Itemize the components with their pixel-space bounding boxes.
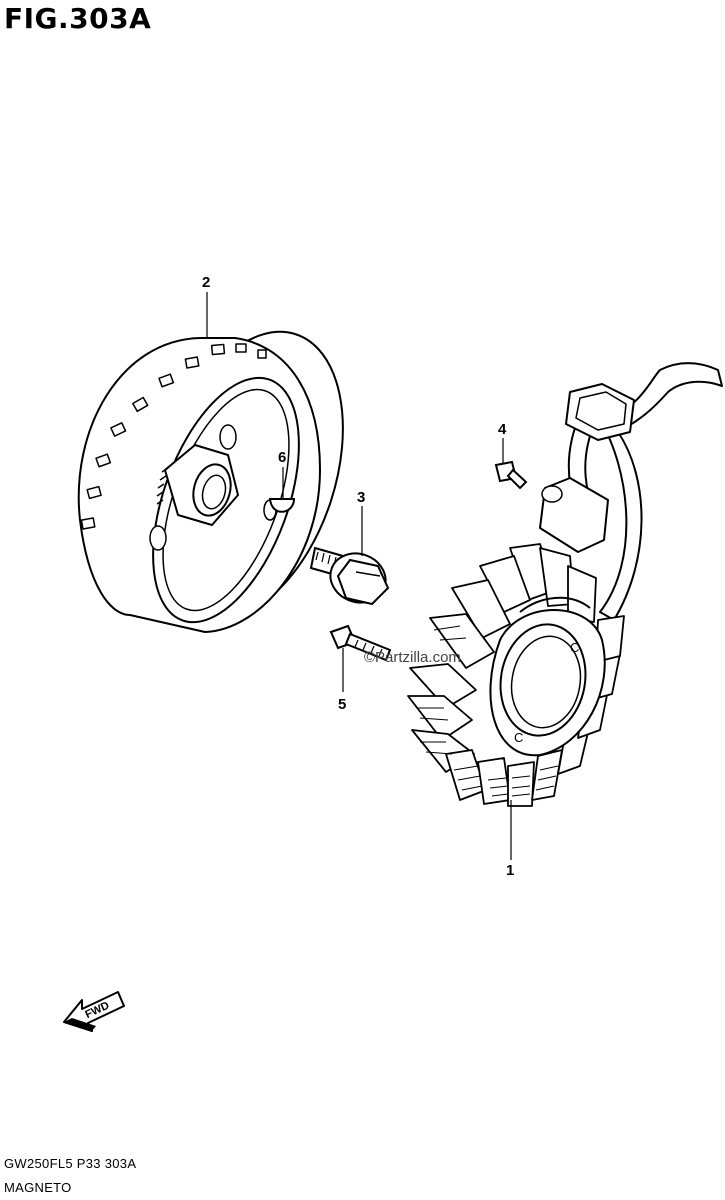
svg-text:C: C (570, 640, 579, 655)
rotor-hub (156, 444, 239, 526)
leader-lines (206, 292, 512, 860)
fwd-arrow-icon: FWD (63, 991, 125, 1032)
callout-6: 6 (278, 449, 286, 466)
stator-assembly[interactable]: C C (407, 362, 723, 807)
watermark: ©Partzilla.com (364, 649, 461, 666)
callout-3: 3 (357, 489, 365, 506)
flywheel-rotor[interactable] (77, 308, 377, 642)
callout-5: 5 (338, 696, 346, 713)
callout-1: 1 (506, 862, 514, 879)
footer-section-name: MAGNETO (4, 1180, 72, 1195)
figure-title: FIG.303A (4, 2, 152, 35)
woodruff-key[interactable] (268, 498, 296, 513)
rotor-bolt[interactable] (309, 546, 393, 610)
callout-4: 4 (498, 421, 507, 438)
pulser-coil (539, 477, 609, 553)
svg-text:C: C (514, 730, 523, 745)
stator-wire-harness (599, 362, 723, 621)
pickup-screw[interactable] (494, 460, 528, 490)
footer-model-code: GW250FL5 P33 303A (4, 1156, 137, 1171)
stator-screw[interactable] (329, 624, 392, 662)
callout-2: 2 (202, 274, 210, 291)
